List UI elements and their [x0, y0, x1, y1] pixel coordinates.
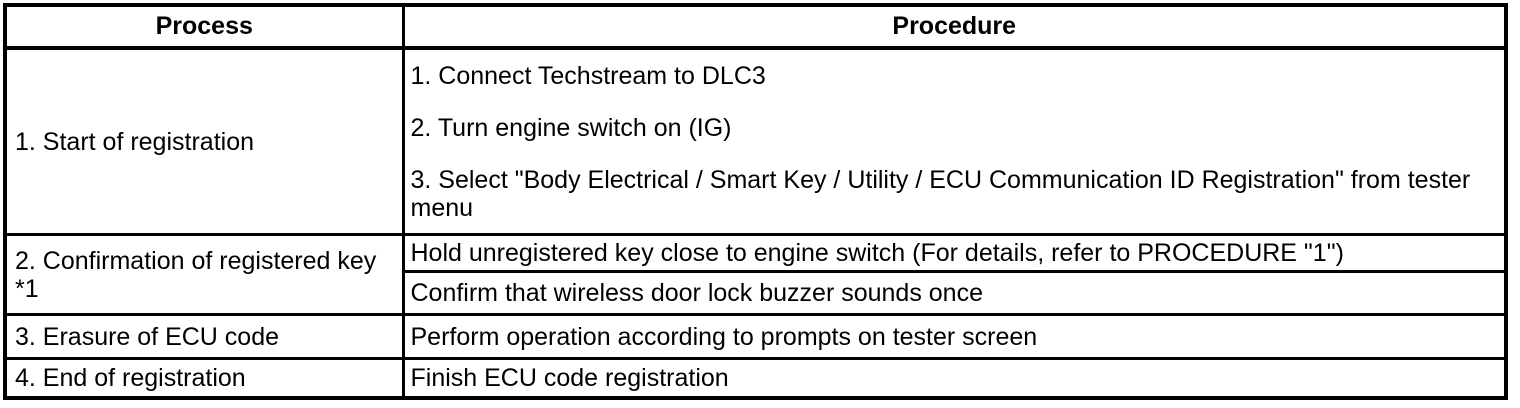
procedure-column-header: Procedure: [401, 3, 1508, 50]
procedure-cell: 1. Connect Techstream to DLC3 2. Turn en…: [401, 46, 1508, 237]
table-row-start-of-registration: 1. Start of registration 1. Connect Tech…: [3, 46, 1508, 237]
procedure-cell: Hold unregistered key close to engine sw…: [401, 233, 1508, 273]
process-procedure-table: Process Procedure 1. Start of registrati…: [3, 3, 1508, 400]
procedure-cell: Finish ECU code registration: [401, 356, 1508, 400]
table-row-erasure-of-ecu-code: 3. Erasure of ECU code Perform operation…: [3, 313, 1508, 360]
procedure-step: 3. Select "Body Electrical / Smart Key /…: [410, 165, 1471, 222]
procedure-cell: Perform operation according to prompts o…: [401, 313, 1508, 360]
table-row-end-of-registration: 4. End of registration Finish ECU code r…: [3, 356, 1508, 400]
process-cell: 4. End of registration: [3, 356, 405, 400]
process-label: 2. Confirmation of registered key: [15, 246, 377, 275]
table-header-row: Process Procedure: [3, 3, 1508, 50]
table-row-confirmation-of-registered-key: 2. Confirmation of registered key *1 Hol…: [3, 233, 1508, 317]
table-row-confirmation-of-registered-key-sub: Confirm that wireless door lock buzzer s…: [5, 269, 1508, 317]
procedure-step: 2. Turn engine switch on (IG): [410, 113, 732, 142]
process-column-header: Process: [3, 3, 405, 50]
process-footnote-marker: *1: [15, 274, 39, 303]
process-cell: 1. Start of registration: [3, 46, 405, 237]
process-cell: 3. Erasure of ECU code: [3, 313, 405, 360]
process-cell: 2. Confirmation of registered key *1: [3, 233, 405, 317]
procedure-step: 1. Connect Techstream to DLC3: [410, 61, 766, 90]
procedure-cell: Confirm that wireless door lock buzzer s…: [401, 269, 1508, 317]
